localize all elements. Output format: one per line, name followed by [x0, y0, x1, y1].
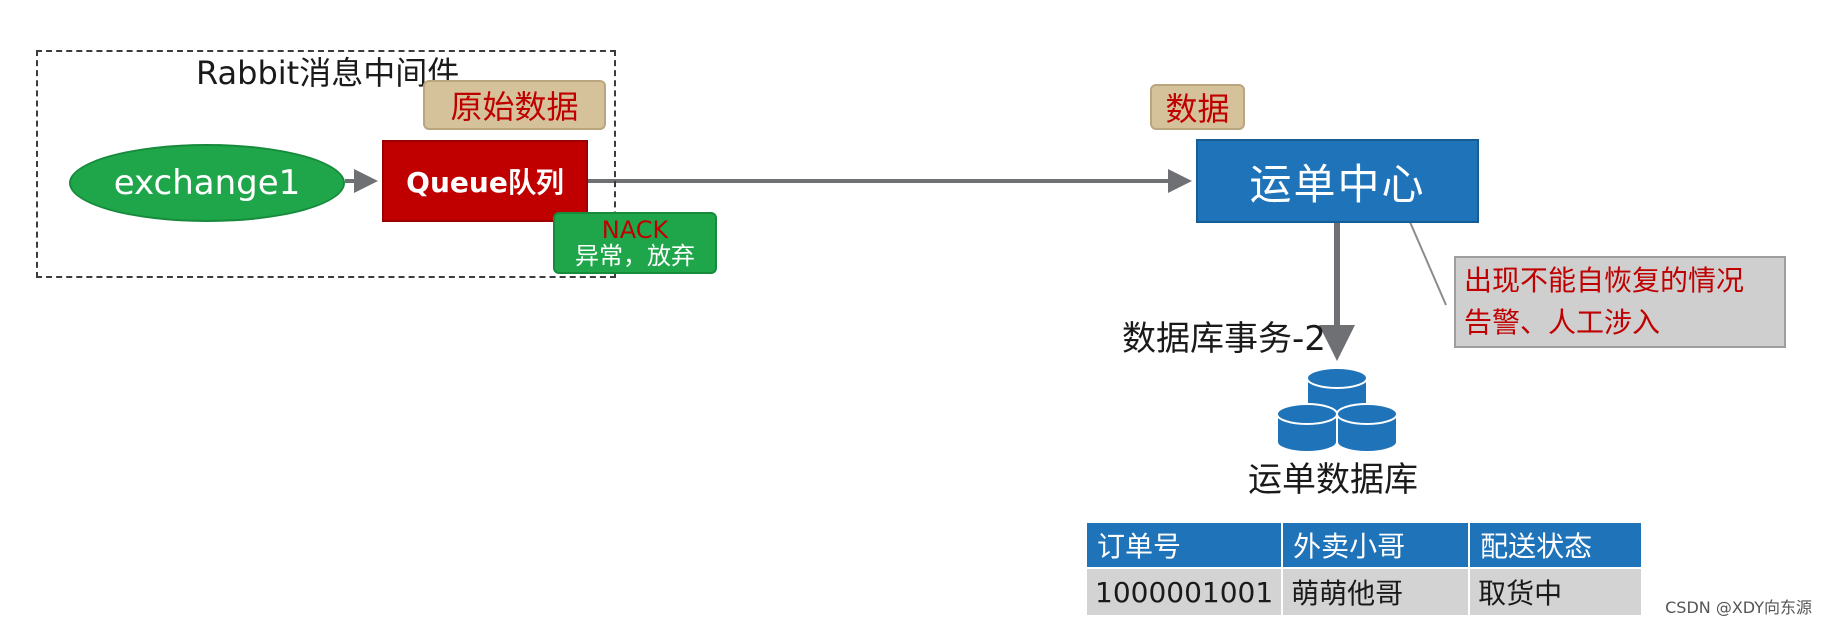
alert-callout: 出现不能自恢复的情况 告警、人工涉入: [1454, 256, 1786, 348]
alert-line-2: 告警、人工涉入: [1464, 306, 1661, 339]
alert-line-1: 出现不能自恢复的情况: [1464, 264, 1745, 297]
callout-line: [1409, 221, 1447, 306]
queue-node: Queue队列: [382, 140, 588, 222]
nack-badge: NACK 异常，放弃: [553, 212, 717, 274]
waybill-center-node: 运单中心: [1196, 139, 1479, 223]
table-header-row: 订单号 外卖小哥 配送状态: [1087, 523, 1643, 568]
cell-courier: 萌萌他哥: [1282, 567, 1471, 615]
db-transaction-label: 数据库事务-2: [1122, 319, 1326, 359]
watermark: CSDN @XDY向东源: [1665, 598, 1812, 617]
header-delivery-status: 配送状态: [1469, 523, 1643, 568]
nack-title: NACK: [601, 215, 669, 244]
header-courier: 外卖小哥: [1282, 523, 1471, 568]
header-order-id: 订单号: [1087, 523, 1284, 568]
cell-order-id: 1000001001: [1087, 567, 1284, 615]
tag-data: 数据: [1150, 84, 1245, 130]
table-row: 1000001001 萌萌他哥 取货中: [1087, 567, 1643, 615]
cell-delivery-status: 取货中: [1469, 567, 1643, 615]
waybill-db-label: 运单数据库: [1248, 460, 1418, 500]
nack-subtitle: 异常，放弃: [575, 242, 695, 270]
database-icon: [1276, 367, 1398, 453]
rabbit-mq-title: Rabbit消息中间件: [196, 54, 460, 92]
tag-raw-data: 原始数据: [423, 80, 606, 130]
rabbit-mq-group: [36, 50, 616, 278]
orders-table: 订单号 外卖小哥 配送状态 1000001001 萌萌他哥 取货中: [1087, 523, 1643, 615]
exchange-node: exchange1: [69, 144, 345, 222]
